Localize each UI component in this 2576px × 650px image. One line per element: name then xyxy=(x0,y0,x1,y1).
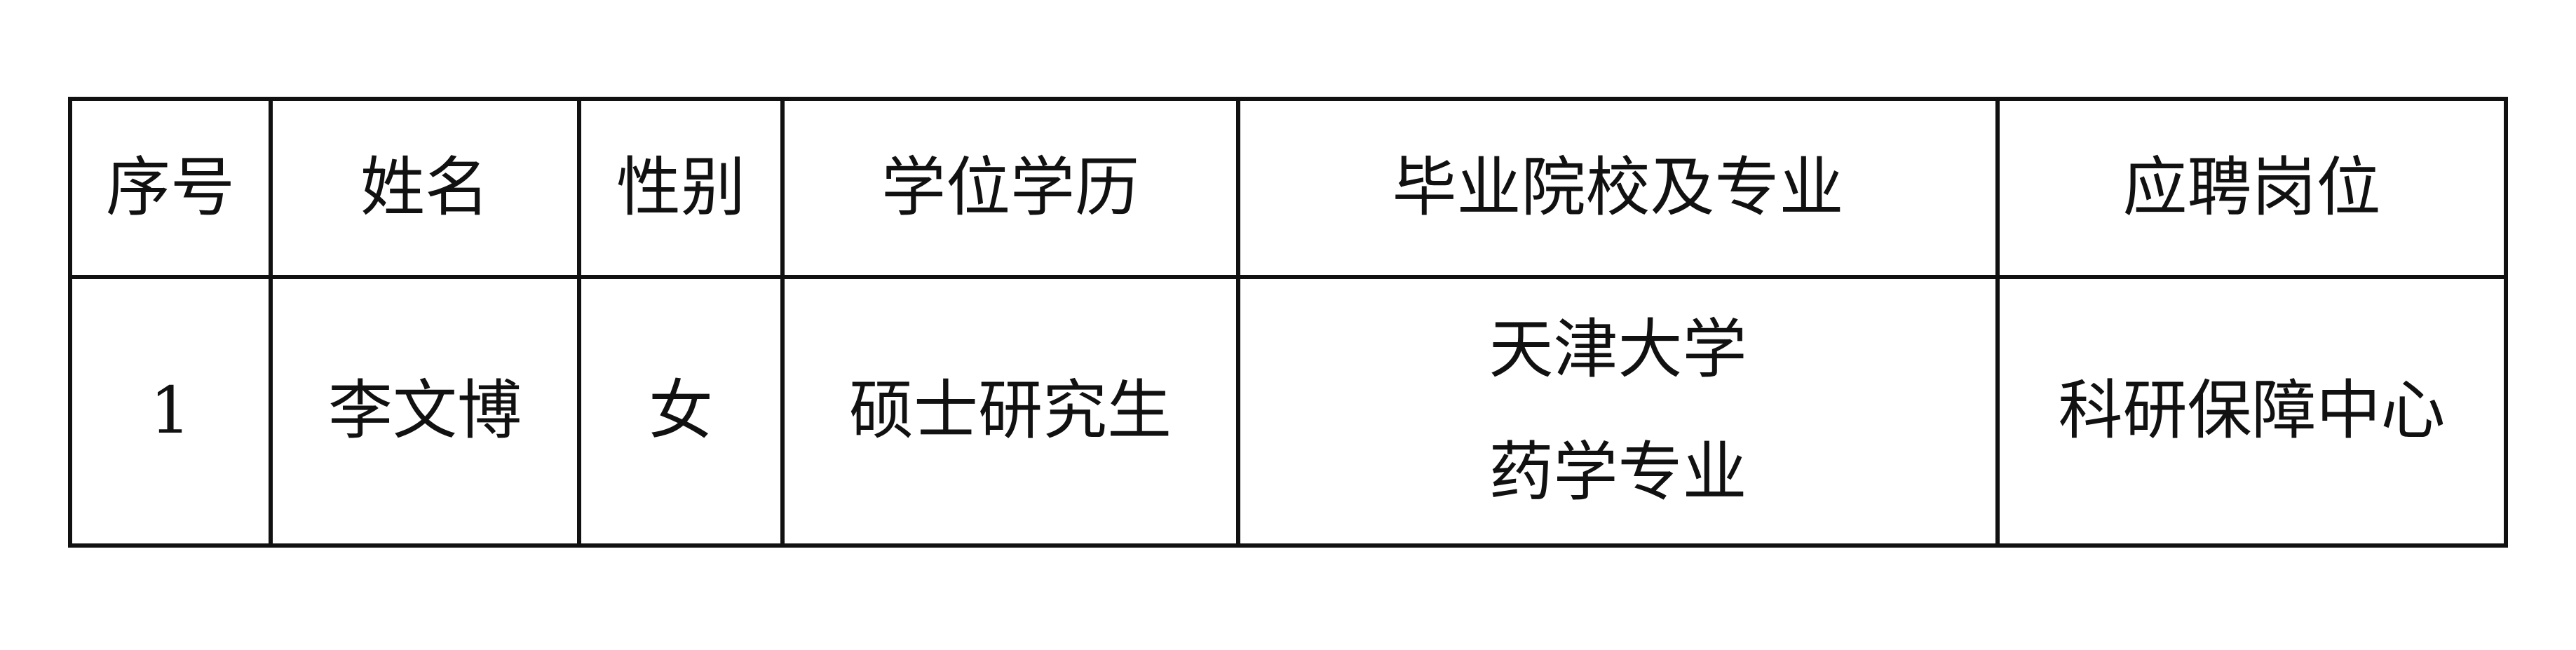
cell-index: 1 xyxy=(68,275,273,548)
header-index: 序号 xyxy=(68,97,273,279)
cell-gender: 女 xyxy=(577,275,785,548)
header-name: 姓名 xyxy=(269,97,581,279)
header-gender: 性别 xyxy=(577,97,785,279)
applicant-table: 序号 姓名 性别 学位学历 毕业院校及专业 应聘岗位 1 李文博 女 硕士研究生… xyxy=(68,97,2508,548)
cell-major: 药学专业 xyxy=(1489,434,1747,510)
header-position: 应聘岗位 xyxy=(1995,97,2508,279)
table-row: 1 李文博 女 硕士研究生 天津大学 药学专业 科研保障中心 xyxy=(68,275,2508,548)
cell-school-major: 天津大学 药学专业 xyxy=(1236,275,2000,548)
cell-position: 科研保障中心 xyxy=(1995,275,2508,548)
header-degree: 学位学历 xyxy=(780,97,1240,279)
header-school-major: 毕业院校及专业 xyxy=(1236,97,2000,279)
header-row: 序号 姓名 性别 学位学历 毕业院校及专业 应聘岗位 xyxy=(68,97,2508,279)
cell-name: 李文博 xyxy=(269,275,581,548)
cell-school: 天津大学 xyxy=(1489,312,1747,388)
cell-degree: 硕士研究生 xyxy=(780,275,1240,548)
